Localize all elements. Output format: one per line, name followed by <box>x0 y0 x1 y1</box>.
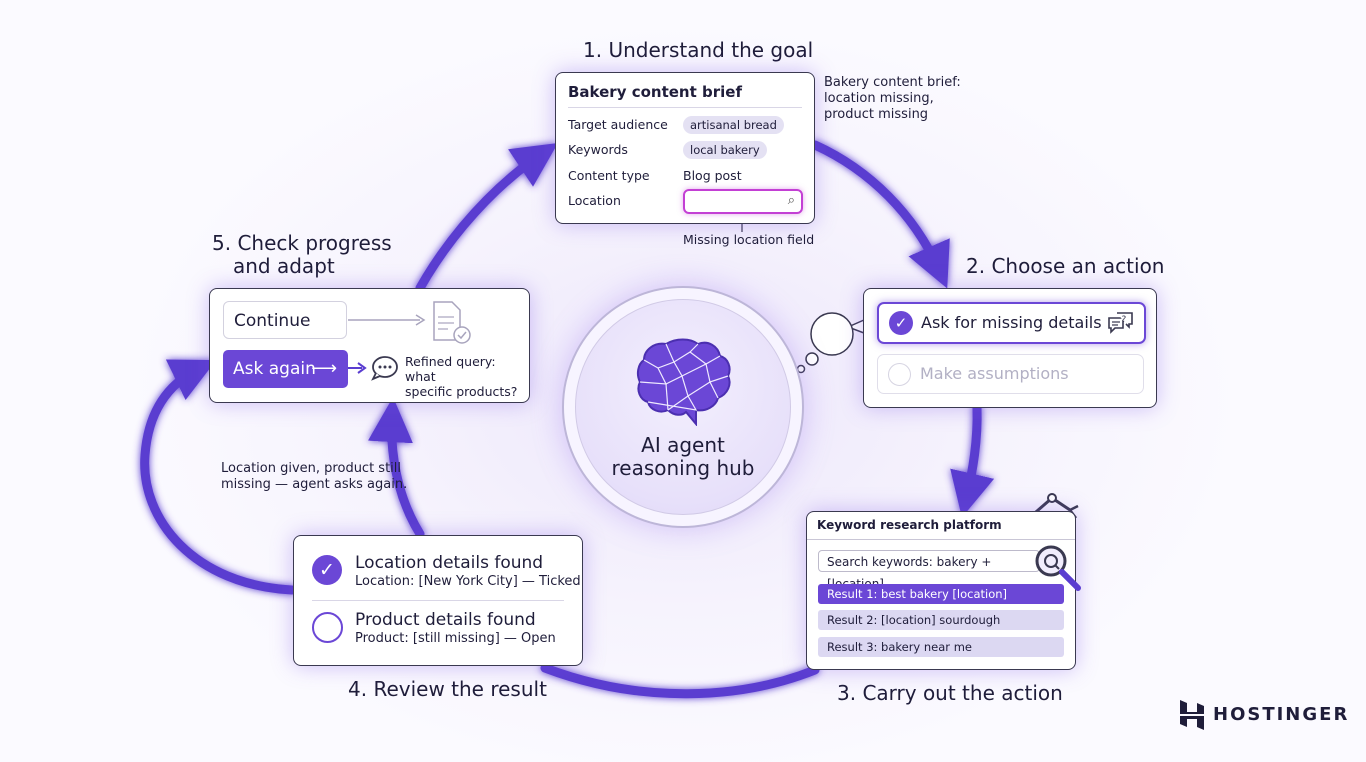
check-icon: ✓ <box>889 311 913 335</box>
option-make-assumptions[interactable]: Make assumptions <box>877 354 1144 394</box>
question-bubble-icon: ? <box>1108 312 1133 334</box>
keyword-result-2[interactable]: Result 2: [location] sourdough <box>818 610 1064 630</box>
keyword-platform-title: Keyword research platform <box>817 518 1002 532</box>
option-ask-missing-details[interactable]: ✓ Ask for missing details ? <box>877 302 1146 344</box>
hub-title-line: AI agent <box>641 433 725 457</box>
brand-name: HOSTINGER <box>1213 704 1350 725</box>
keyword-result-1[interactable]: Result 1: best bakery [location] <box>818 584 1064 604</box>
brief-label-content-type: Content type <box>568 168 650 183</box>
step-5-subtitle: and adapt <box>233 254 335 278</box>
step-3-title: 3. Carry out the action <box>837 681 1063 705</box>
ai-reasoning-hub: AI agent reasoning hub <box>562 286 804 528</box>
open-circle-icon <box>312 612 343 643</box>
check-progress-card: Continue Ask again ⟶ Refined query: what… <box>209 288 530 403</box>
choose-action-card: ✓ Ask for missing details ? Make assumpt… <box>863 288 1157 408</box>
brief-note-line: product missing <box>824 107 929 122</box>
bakery-brief-card: Bakery content brief Target audience art… <box>555 72 815 224</box>
review-item-title: Location details found <box>355 553 544 573</box>
check-icon: ✓ <box>312 555 342 585</box>
continue-to-document-icon <box>348 301 471 344</box>
brief-note-line: Bakery content brief: <box>824 75 961 90</box>
arrow-review-loop-back <box>140 359 297 595</box>
divider <box>807 539 1075 540</box>
step-4-title: 4. Review the result <box>348 677 547 701</box>
refined-line: specific products? <box>405 384 518 399</box>
arrow-carry-to-review <box>540 663 820 699</box>
refined-query-text: Refined query: what specific products? <box>405 354 529 399</box>
ask-again-button[interactable]: Ask again ⟶ <box>223 350 348 388</box>
keyword-result-3[interactable]: Result 3: bakery near me <box>818 637 1064 657</box>
divider <box>312 600 564 601</box>
brief-label-audience: Target audience <box>568 117 668 132</box>
step-2-title: 2. Choose an action <box>966 254 1165 278</box>
brief-label-location: Location <box>568 193 621 208</box>
refined-line: Refined query: what <box>405 354 496 384</box>
step-5-title: 5. Check progress <box>212 231 392 255</box>
keyword-research-card: Keyword research platform Search keyword… <box>806 511 1076 670</box>
search-icon: ⌕ <box>787 193 795 208</box>
radio-empty-icon <box>888 363 911 386</box>
loop-back-note: Location given, product still missing — … <box>221 461 407 493</box>
continue-button[interactable]: Continue <box>223 301 347 339</box>
brief-tag-audience: artisanal bread <box>683 116 784 134</box>
step-1-title: 1. Understand the goal <box>583 38 814 62</box>
missing-field-label: Missing location field <box>683 232 815 247</box>
review-item-detail: Product: [still missing] — Open <box>355 631 556 646</box>
brief-value-content-type: Blog post <box>683 168 742 183</box>
option-label: Ask for missing details <box>921 313 1102 332</box>
arrow-progress-to-goal <box>415 143 558 293</box>
loop-note-line: Location given, product still <box>221 461 402 476</box>
hub-title-line: reasoning hub <box>611 456 755 480</box>
thought-bubbles <box>796 312 865 374</box>
arrow-right-icon: ⟶ <box>311 358 337 379</box>
loop-note-line: missing — agent asks again. <box>221 477 408 492</box>
keyword-search-input[interactable]: Search keywords: bakery + [location] <box>818 550 1040 591</box>
brief-note-line: location missing, <box>824 91 934 106</box>
magnifier-icon <box>1035 545 1081 591</box>
brand-logo: HOSTINGER <box>1178 700 1347 734</box>
hub-title: AI agent reasoning hub <box>564 434 802 480</box>
brief-label-keywords: Keywords <box>568 142 628 157</box>
refined-query-chat-icon <box>348 356 398 381</box>
review-result-card: ✓ Location details found Location: [New … <box>293 535 583 666</box>
arrow-review-to-progress <box>368 397 425 539</box>
svg-text:?: ? <box>1122 315 1127 325</box>
divider <box>568 107 802 108</box>
review-item-detail: Location: [New York City] — Ticked <box>355 574 581 589</box>
hostinger-logo-icon <box>1180 700 1204 730</box>
arrow-choose-to-carry <box>950 403 995 518</box>
brief-tag-keywords: local bakery <box>683 141 767 159</box>
brain-icon <box>636 338 731 426</box>
review-item-title: Product details found <box>355 610 536 630</box>
brief-title: Bakery content brief <box>568 83 742 101</box>
location-input[interactable]: ⌕ <box>683 189 803 214</box>
arrow-goal-to-choose <box>810 140 950 289</box>
ask-again-label: Ask again <box>233 359 316 379</box>
brief-note: Bakery content brief: location missing, … <box>824 75 961 123</box>
option-label: Make assumptions <box>920 364 1069 383</box>
